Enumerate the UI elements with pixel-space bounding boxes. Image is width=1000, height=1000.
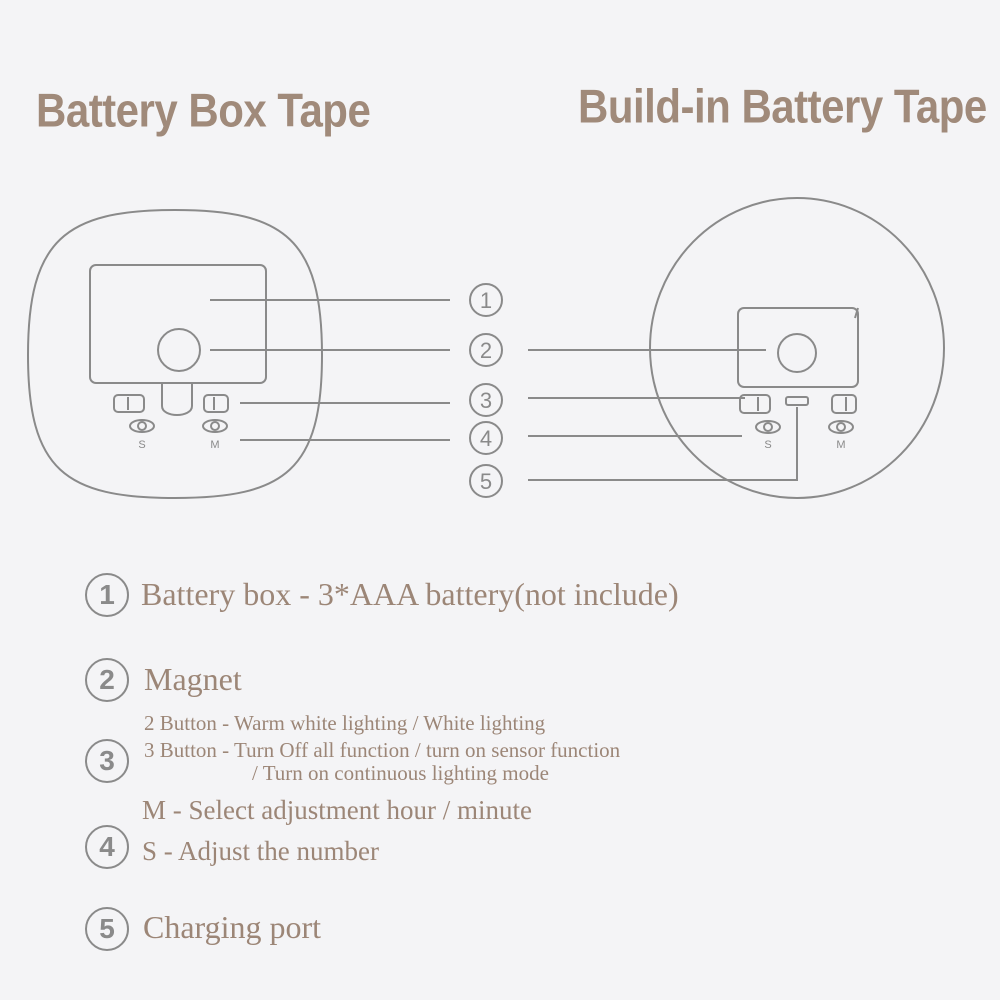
callout-1-number: 1	[480, 288, 492, 313]
leader-lines	[210, 299, 798, 481]
callout-2-number: 2	[480, 338, 492, 363]
battery-compartment	[89, 264, 267, 384]
button-3-left	[203, 394, 229, 413]
switch-m-label-right: M	[836, 439, 845, 451]
magnet-right	[777, 333, 817, 373]
legend-1-badge: 1	[85, 573, 129, 617]
switch-m-left	[202, 419, 228, 433]
button-2-right	[739, 394, 771, 414]
battery-box-device	[26, 208, 324, 500]
build-in-battery-device	[649, 197, 945, 499]
callout-5-circle	[469, 464, 503, 498]
legend-4-line-2: S - Adjust the number	[142, 836, 379, 866]
legend-3-line-2: 3 Button - Turn Off all function / turn …	[144, 738, 621, 762]
legend-3-badge: 3	[85, 739, 129, 783]
legend-5-text: Charging port	[143, 909, 322, 945]
switch-s-label-right: S	[764, 439, 771, 451]
battery-box-device-outline	[26, 208, 324, 500]
callout-2-circle	[469, 333, 503, 367]
legend-2-badge: 2	[85, 658, 129, 702]
callout-circles	[469, 283, 503, 498]
legend-5-badge: 5	[85, 907, 129, 951]
button-3-right	[831, 394, 857, 414]
legend-3-line-1: 2 Button - Warm white lighting / White l…	[144, 711, 546, 735]
switch-s-right	[755, 420, 781, 434]
charging-port	[785, 396, 809, 406]
switch-s-label-left: S	[138, 439, 145, 451]
legend-2-text: Magnet	[144, 661, 242, 697]
legend-4-badge: 4	[85, 825, 129, 869]
callout-4-circle	[469, 421, 503, 455]
callout-4-number: 4	[480, 426, 492, 451]
callout-3-number: 3	[480, 388, 492, 413]
magnet-left	[157, 328, 201, 372]
switch-m-right	[828, 420, 854, 434]
battery-box-tape-title: Battery Box Tape	[36, 84, 371, 137]
build-in-battery-tape-title: Build-in Battery Tape	[578, 80, 987, 133]
build-in-battery-device-outline	[649, 197, 945, 499]
callout-3-circle	[469, 383, 503, 417]
battery-box-connector	[161, 383, 193, 416]
callout-5-number: 5	[480, 469, 492, 494]
legend-4-line-1: M - Select adjustment hour / minute	[142, 795, 532, 825]
battery-panel	[737, 307, 859, 388]
button-2-left	[113, 394, 145, 413]
switch-m-label-left: M	[210, 439, 219, 451]
legend-3-line-3: / Turn on continuous lighting mode	[252, 761, 549, 785]
device-diagram: 1 2 3 4 5 S M S M	[26, 197, 945, 500]
switch-s-left	[129, 419, 155, 433]
legend-1-text: Battery box - 3*AAA battery(not include)	[141, 576, 679, 612]
callout-1-circle	[469, 283, 503, 317]
